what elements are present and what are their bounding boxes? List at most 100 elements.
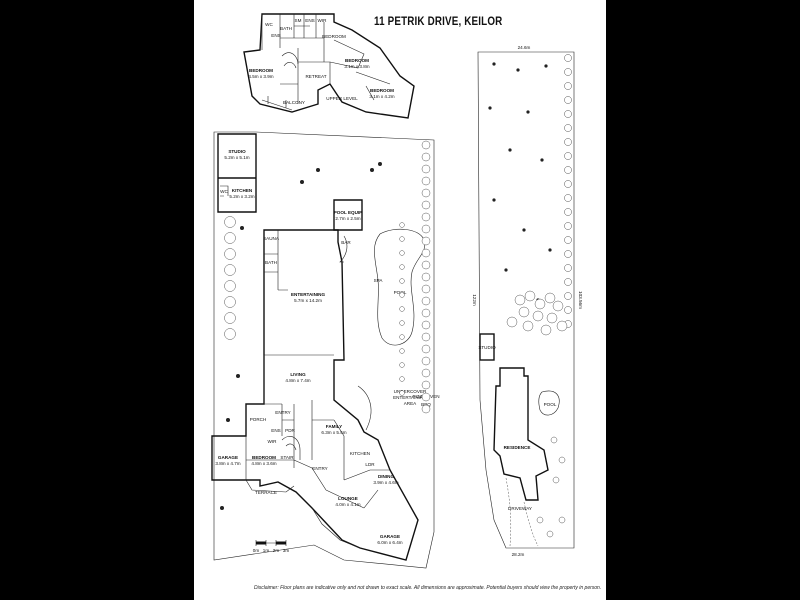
shrub-dot bbox=[370, 168, 374, 172]
tree-circle bbox=[564, 180, 572, 188]
tree-circle bbox=[224, 216, 236, 228]
pdr-label: PDR bbox=[285, 428, 295, 433]
shrub-dot bbox=[504, 268, 508, 272]
tree-circle bbox=[556, 320, 568, 332]
tree-circle bbox=[224, 312, 236, 324]
residence-label: RESIDENCE bbox=[504, 445, 531, 450]
tree-circle bbox=[540, 324, 552, 336]
tree-circle bbox=[546, 312, 558, 324]
floor-plan-sheet: 11 PETRIK DRIVE, KEILOR BATH WC ENS SM E… bbox=[194, 0, 606, 600]
shrub-dot bbox=[522, 228, 526, 232]
upper-retreat-label: RETREAT bbox=[305, 74, 326, 79]
living-label: LIVING bbox=[290, 372, 306, 377]
upper-wir-label: WIR bbox=[318, 18, 328, 23]
tree-circle bbox=[534, 298, 546, 310]
property-title: 11 PETRIK DRIVE, KEILOR bbox=[374, 14, 503, 28]
kitchen-outbuilding-label: KITCHEN bbox=[232, 188, 253, 193]
tree-circle bbox=[421, 236, 431, 246]
outbuilding-wc-label: WC bbox=[220, 189, 228, 194]
dining-dim: 3.9m x 4.6m bbox=[373, 480, 398, 485]
tree-circle bbox=[421, 212, 431, 222]
tree-circle bbox=[564, 124, 572, 132]
tree-circle bbox=[421, 320, 431, 330]
tree-circle bbox=[421, 284, 431, 294]
tree-circle bbox=[564, 96, 572, 104]
garage-left-dim: 3.8m x 4.7m bbox=[215, 461, 240, 466]
ldr-label: LDR bbox=[365, 462, 375, 467]
tree-circle bbox=[421, 176, 431, 186]
tree-circle bbox=[224, 280, 236, 292]
site-top-dim: 24.6m bbox=[518, 45, 531, 50]
lounge-label: LOUNGE bbox=[338, 496, 358, 501]
spa-label: SPA bbox=[374, 278, 384, 283]
shrub-dot bbox=[378, 162, 382, 166]
tree-circle bbox=[514, 294, 526, 306]
scale-bar: 0m 1m 2m 3m bbox=[253, 540, 289, 553]
garage-label: GARAGE bbox=[380, 534, 400, 539]
tree-circle bbox=[564, 264, 572, 272]
tree-circle bbox=[399, 236, 405, 242]
tree-circle bbox=[421, 164, 431, 174]
shrub-dot bbox=[508, 148, 512, 152]
shrub-dot bbox=[492, 198, 496, 202]
tree-circle bbox=[518, 306, 530, 318]
tree-circle bbox=[421, 392, 431, 402]
shrub-dot bbox=[240, 226, 244, 230]
tree-circle bbox=[506, 316, 518, 328]
tree-circle bbox=[399, 334, 405, 340]
shrub-dot bbox=[492, 62, 496, 66]
kitchen-outbuilding-dim: 5.2m x 3.2m bbox=[229, 194, 254, 199]
shrub-dot bbox=[316, 168, 320, 172]
undercover-label: UNDERCOVER bbox=[394, 389, 427, 394]
tree-circle bbox=[564, 278, 572, 286]
site-studio-label: STUDIO bbox=[478, 345, 496, 350]
tree-circle bbox=[564, 152, 572, 160]
garage-dim: 6.0m x 6.4m bbox=[377, 540, 402, 545]
tree-circle bbox=[564, 306, 572, 314]
upper-bath-label: BATH bbox=[280, 26, 292, 31]
tree-circle bbox=[399, 292, 405, 298]
tree-circle bbox=[224, 264, 236, 276]
tree-circle bbox=[421, 200, 431, 210]
upper-bedroom-right-dim: 3.1m x 4.2m bbox=[369, 94, 394, 99]
tree-circle bbox=[399, 222, 405, 228]
ens-label: ENS bbox=[271, 428, 280, 433]
tree-circle bbox=[399, 250, 405, 256]
bedroom-label: BEDROOM bbox=[252, 455, 276, 460]
tree-circle bbox=[399, 320, 405, 326]
bedroom-dim: 4.8m x 3.6m bbox=[251, 461, 276, 466]
family-dim: 6.3m x 5.5m bbox=[321, 430, 346, 435]
entertaining-label: ENTERTAINING bbox=[291, 292, 326, 297]
terrace-label: TERRACE bbox=[255, 490, 277, 495]
tree-circle bbox=[421, 296, 431, 306]
tree-circle bbox=[421, 308, 431, 318]
tree-circle bbox=[224, 296, 236, 308]
shrub-dot bbox=[516, 68, 520, 72]
tree-circle bbox=[421, 344, 431, 354]
entertaining-area-label-2: AREA bbox=[404, 401, 417, 406]
tree-circle bbox=[564, 236, 572, 244]
bar-label: BAR bbox=[341, 240, 351, 245]
studio-label: STUDIO bbox=[228, 149, 246, 154]
tree-circle bbox=[224, 248, 236, 260]
tree-circle bbox=[421, 272, 431, 282]
studio-dim: 5.2m x 5.1m bbox=[224, 155, 249, 160]
tree-circle bbox=[421, 356, 431, 366]
upper-level-label: UPPER LEVEL bbox=[326, 96, 358, 101]
upper-bedroom-top-label: BEDROOM bbox=[322, 34, 346, 39]
pool-label: POOL bbox=[394, 290, 407, 295]
tree-circle bbox=[421, 368, 431, 378]
disclaimer-text: Disclaimer: Floor plans are indicative o… bbox=[254, 585, 602, 591]
tree-circle bbox=[399, 362, 405, 368]
scale-label-1: 1m bbox=[263, 548, 270, 553]
scale-label-2: 2m bbox=[273, 548, 280, 553]
scale-label-0: 0m bbox=[253, 548, 260, 553]
tree-circle bbox=[399, 348, 405, 354]
tree-circle bbox=[564, 222, 572, 230]
site-bottom-dim: 28.2m bbox=[512, 552, 525, 557]
tree-circle bbox=[564, 292, 572, 300]
tree-circle bbox=[552, 300, 564, 312]
entry-top-label: ENTRY bbox=[275, 410, 291, 415]
entry-label: ENTRY bbox=[312, 466, 328, 471]
stair-label: STAIR bbox=[280, 455, 294, 460]
